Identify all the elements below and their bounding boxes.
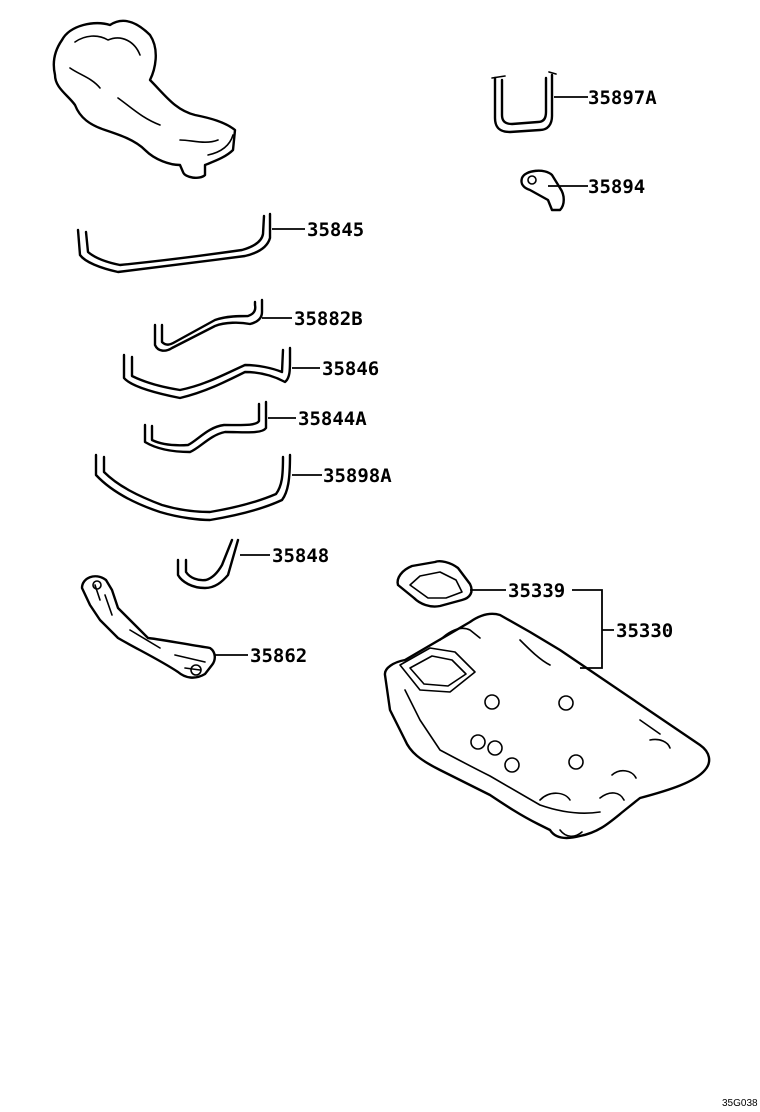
label-35898A: 35898A bbox=[323, 465, 392, 487]
tube-35844A bbox=[143, 400, 268, 454]
clip-35894 bbox=[520, 169, 565, 212]
diagram-code: 35G038 bbox=[722, 1098, 758, 1109]
tube-35882B bbox=[153, 298, 264, 352]
label-35845: 35845 bbox=[307, 219, 364, 241]
label-35339: 35339 bbox=[508, 580, 565, 602]
label-35848: 35848 bbox=[272, 545, 329, 567]
tube-35845 bbox=[76, 212, 272, 274]
label-35862: 35862 bbox=[250, 645, 307, 667]
tube-35846 bbox=[122, 346, 292, 400]
bracket-35862 bbox=[80, 575, 216, 679]
label-35330: 35330 bbox=[616, 620, 673, 642]
label-35897A: 35897A bbox=[588, 87, 657, 109]
tube-35898A bbox=[94, 453, 292, 522]
oil-strainer-35330 bbox=[383, 612, 711, 840]
tube-35848 bbox=[176, 538, 240, 590]
label-35882B: 35882B bbox=[294, 308, 363, 330]
label-35844A: 35844A bbox=[298, 408, 367, 430]
gasket-35339 bbox=[396, 560, 473, 608]
label-35894: 35894 bbox=[588, 176, 645, 198]
tube-35897A bbox=[491, 71, 557, 134]
valve-body-part bbox=[52, 19, 237, 180]
leader-35330-bracket bbox=[572, 589, 614, 669]
label-35846: 35846 bbox=[322, 358, 379, 380]
